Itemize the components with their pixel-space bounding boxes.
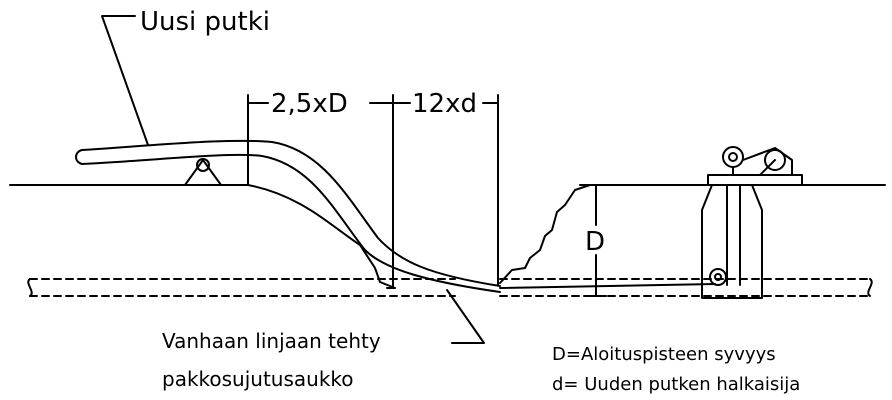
pit-wall-right: [499, 184, 591, 284]
winch-machine: [701, 146, 803, 299]
dimension-2-5xD-label: 2,5xD: [271, 89, 348, 119]
old-pipe-end-right: [867, 278, 873, 297]
pulling-cable: [499, 283, 716, 289]
dimension-12xd-label: 12xd: [412, 89, 477, 119]
old-pipe-end-left: [27, 278, 33, 297]
new-pipe-end: [75, 149, 83, 165]
new-pipe-leader: [101, 15, 149, 146]
legend-D: D=Aloituspisteen syvyys: [552, 344, 776, 365]
dimension-2-5xD: [247, 94, 396, 289]
pit-wall-left: [247, 184, 396, 289]
new-pipe-bottom: [81, 153, 501, 293]
old-pipeline: [29, 278, 871, 297]
opening-label-line1: Vanhaan linjaan tehty: [162, 329, 381, 353]
dimension-depth-D: [579, 184, 607, 297]
depth-D-label: D: [585, 227, 605, 257]
pipe-support-stand: [184, 159, 222, 186]
opening-label-line2: pakkosujutusaukko: [162, 367, 354, 391]
new-pipe-top: [81, 139, 501, 287]
dimension-12xd: [392, 94, 499, 286]
opening-leader: [446, 289, 485, 344]
new-pipe-label: Uusi putki: [140, 7, 270, 37]
legend-d: d= Uuden putken halkaisija: [552, 374, 800, 395]
pipe-support-roller: [196, 158, 210, 172]
